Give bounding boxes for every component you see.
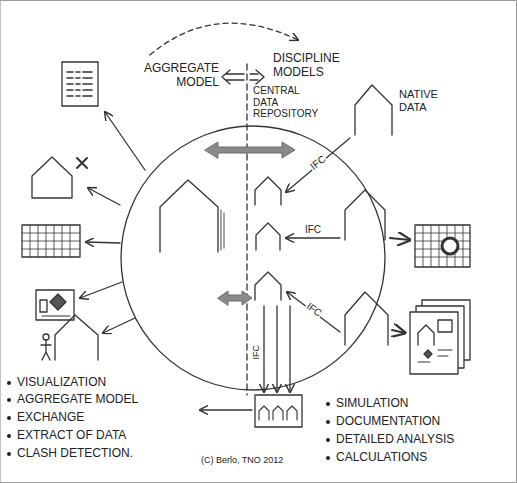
bullet-dot: [7, 381, 11, 385]
bullet-dot: [7, 416, 11, 420]
discipline-houses: [255, 272, 281, 300]
bullet-dot: [326, 438, 330, 442]
clash-house-icon: [32, 157, 87, 198]
ifc-label: IFC: [307, 153, 328, 173]
double-arrow-top: [222, 70, 264, 84]
aggregate-house: [160, 180, 224, 252]
native-output-arrows: [392, 330, 405, 333]
list-item: CALCULATIONS: [335, 451, 428, 465]
grid-icon: [22, 225, 80, 257]
dashed-curve-arrow: [150, 23, 298, 55]
ifc-down-arrows: [264, 306, 290, 392]
divider-dashed-line: [246, 64, 247, 395]
document-stack: [424, 350, 432, 358]
list-item: VISUALIZATION: [16, 376, 107, 390]
picture-icon: [50, 294, 66, 310]
ifc-label: IFC: [304, 224, 322, 236]
output-arrows-left: [103, 318, 135, 333]
visualization-house-icon: [41, 315, 98, 360]
native-output-arrows: [390, 238, 410, 240]
ifc-label: IFC: [303, 300, 324, 320]
clash-house-icon: [77, 158, 87, 168]
picture-icon: [36, 290, 74, 320]
document-stack: [418, 325, 434, 345]
output-arrows-left: [80, 282, 122, 298]
analysis-grid: [415, 225, 470, 267]
native-houses: [345, 190, 385, 240]
aggregate-box: [259, 406, 297, 420]
bullet-dot: [7, 434, 11, 438]
visualization-house-icon: [41, 340, 51, 360]
list-item: DETAILED ANALYSIS: [335, 433, 455, 447]
document-stack: [438, 320, 452, 332]
list-item: EXTRACT OF DATA: [16, 429, 127, 443]
document-icon: [67, 72, 92, 96]
aggregate-house: [160, 180, 218, 252]
model-label: DISCIPLINE MODELS: [272, 52, 364, 80]
analysis-grid: [442, 238, 458, 254]
list-item: AGGREGATE MODEL: [16, 393, 139, 407]
picture-icon: [36, 290, 74, 320]
picture-icon: [42, 316, 70, 317]
gray-double-arrows: [218, 291, 252, 305]
visualization-house-icon: [55, 315, 98, 360]
discipline-houses: [256, 223, 280, 250]
native-houses: [345, 292, 388, 345]
native-houses: [345, 85, 392, 345]
ifc-arrows: [286, 138, 350, 192]
ifc-arrows: [286, 237, 340, 238]
native-data-label: NATIVE DATA: [398, 88, 452, 113]
document-stack: [418, 350, 452, 362]
analysis-grid: [415, 225, 470, 267]
bullet-dot: [326, 456, 330, 460]
list-item: SIMULATION: [335, 397, 409, 411]
grid-icon: [22, 225, 80, 257]
bullet-dot: [326, 420, 330, 424]
bullet-dot: [326, 402, 330, 406]
double-arrow-top: [250, 70, 264, 84]
bullet-dot: [7, 398, 11, 402]
analysis-grid: [415, 225, 470, 267]
model-label: AGGREGATE MODEL: [136, 62, 220, 90]
aggregate-box: [255, 395, 302, 427]
picture-icon: [40, 300, 47, 312]
ifc-down-arrows: [263, 306, 264, 392]
document-icon: [62, 62, 98, 106]
document-stack: [410, 312, 458, 374]
aggregate-house: [221, 210, 224, 250]
document-icon: [62, 62, 98, 106]
grid-icon: [22, 225, 80, 257]
aggregate-box: [200, 409, 252, 410]
document-stack: [410, 300, 470, 374]
double-arrow-top: [222, 70, 244, 84]
node-heading: CENTRAL DATA REPOSITORY: [252, 85, 324, 120]
gray-double-arrows: [205, 142, 295, 305]
list-item: DOCUMENTATION: [335, 415, 441, 429]
copyright-note: (C) Berlo, TNO 2012: [200, 455, 284, 465]
output-arrows-left: [80, 112, 145, 333]
ifc-down-arrows: [276, 306, 277, 392]
discipline-houses: [255, 177, 281, 300]
ifc-down-arrows: [289, 306, 290, 392]
visualization-house-icon: [43, 334, 49, 340]
circle-outline: [121, 126, 385, 390]
output-arrows-left: [88, 188, 120, 205]
list-item: CLASH DETECTION.: [16, 447, 134, 461]
output-arrows-left: [105, 112, 145, 170]
native-houses: [355, 85, 392, 135]
gray-double-arrows: [205, 142, 295, 158]
native-output-arrows: [390, 238, 410, 333]
ifc-label: IFC: [251, 344, 261, 361]
aggregate-box: [200, 395, 302, 427]
ifc-arrows: [286, 138, 350, 332]
list-item: EXCHANGE: [16, 411, 85, 425]
discipline-houses: [255, 177, 281, 205]
output-arrows-left: [86, 242, 120, 243]
ifc-arrows: [287, 292, 340, 332]
bullet-dot: [7, 452, 11, 456]
clash-house-icon: [32, 157, 72, 198]
